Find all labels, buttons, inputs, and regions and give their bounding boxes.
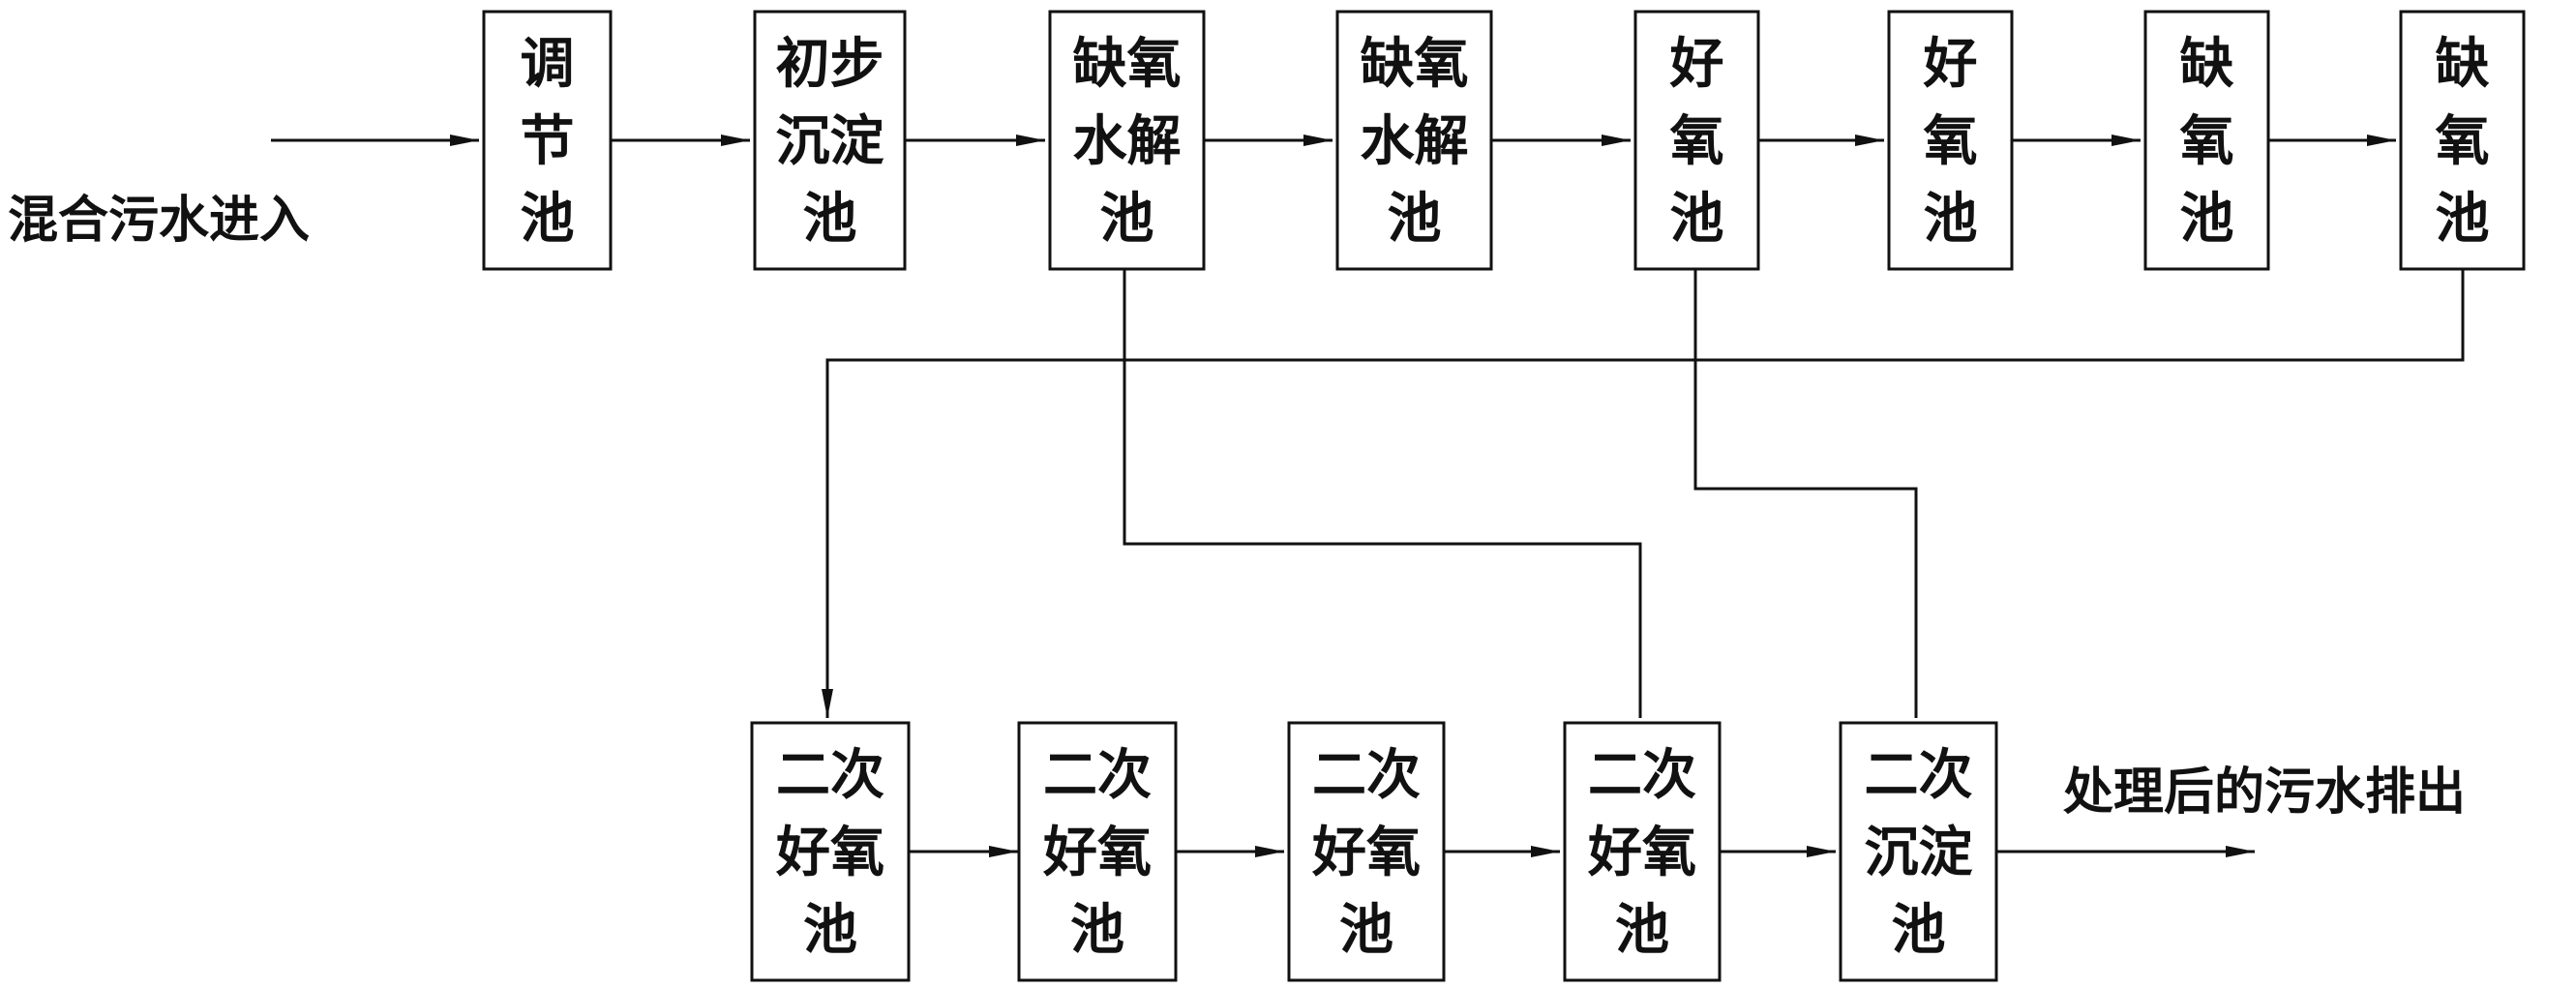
tank-box	[1633, 10, 1760, 271]
tank-label-line: 二次	[1865, 744, 1973, 807]
tank-label-line: 沉淀	[776, 110, 884, 173]
tank-label-line: 好氧	[1042, 822, 1152, 884]
tank-label-line: 好	[1923, 33, 1978, 96]
input-label: 混合污水进入	[8, 192, 310, 250]
tank-tiaojie: 调节池	[482, 10, 613, 271]
tank-label-line: 池	[803, 188, 857, 251]
tank-queyang-1: 缺氧池	[2143, 10, 2270, 271]
tank-box	[750, 721, 911, 982]
tank-label-line: 沉淀	[1865, 822, 1973, 884]
tank-label-line: 水解	[1073, 110, 1182, 173]
tank-label-line: 池	[803, 899, 857, 962]
tank-box	[2399, 10, 2526, 271]
tank-label-line: 二次	[1588, 744, 1696, 807]
tank-label-line: 节	[521, 110, 575, 173]
tank-label-line: 缺氧	[1073, 33, 1182, 96]
tank-label-line: 初步	[776, 33, 884, 96]
tank-label-line: 氧	[2436, 110, 2490, 173]
flow-arrow-return	[822, 269, 2465, 718]
tank-label-line: 二次	[776, 744, 884, 807]
tank-box	[1887, 10, 2014, 271]
tank-label-line: 好氧	[1311, 822, 1421, 884]
connector-line	[1693, 269, 1918, 718]
tank-label-line: 池	[1615, 899, 1669, 962]
tank-label-line: 氧	[1670, 110, 1724, 173]
tank-label-line: 缺氧	[1361, 33, 1469, 96]
tank-box	[482, 10, 613, 271]
tank-label-line: 水解	[1361, 110, 1469, 173]
tank-label-line: 好氧	[775, 822, 884, 884]
tank-label-line: 缺	[2180, 33, 2234, 96]
connector-line	[1123, 269, 1642, 718]
tank-label-line: 调	[521, 33, 575, 96]
tank-label-line: 池	[1670, 188, 1724, 251]
tank-box	[1017, 721, 1178, 982]
tank-label-line: 二次	[1043, 744, 1152, 807]
tank-box	[1563, 721, 1722, 982]
tank-box	[2143, 10, 2270, 271]
connectors	[271, 135, 2465, 857]
tank-haoyang-2: 好氧池	[1887, 10, 2014, 271]
tank-label-line: 氧	[2180, 110, 2234, 173]
tank-label-line: 池	[1388, 188, 1442, 251]
tank-label-line: 池	[1924, 188, 1978, 251]
tank-label-line: 二次	[1312, 744, 1421, 807]
tank-label-line: 池	[1892, 899, 1946, 962]
tank-label-line: 池	[2436, 188, 2490, 251]
tank-label-line: 池	[1070, 899, 1124, 962]
tank-box	[1335, 10, 1493, 271]
tank-box	[1048, 10, 1206, 271]
tank-label-line: 池	[1100, 188, 1154, 251]
tank-label-line: 好	[1669, 33, 1724, 96]
tank-box	[753, 10, 907, 271]
tank-box	[1287, 721, 1446, 982]
tank-label-line: 池	[2180, 188, 2234, 251]
tank-box	[1839, 721, 1998, 982]
output-label: 处理后的污水排出	[2063, 763, 2466, 822]
tank-label-line: 池	[1339, 899, 1393, 962]
tank-label-line: 氧	[1924, 110, 1978, 173]
tank-label-line: 好氧	[1587, 822, 1696, 884]
tank-queyang-2: 缺氧池	[2399, 10, 2526, 271]
tank-haoyang-1: 好氧池	[1633, 10, 1760, 271]
tank-label-line: 池	[521, 188, 575, 251]
tank-label-line: 缺	[2436, 33, 2490, 96]
